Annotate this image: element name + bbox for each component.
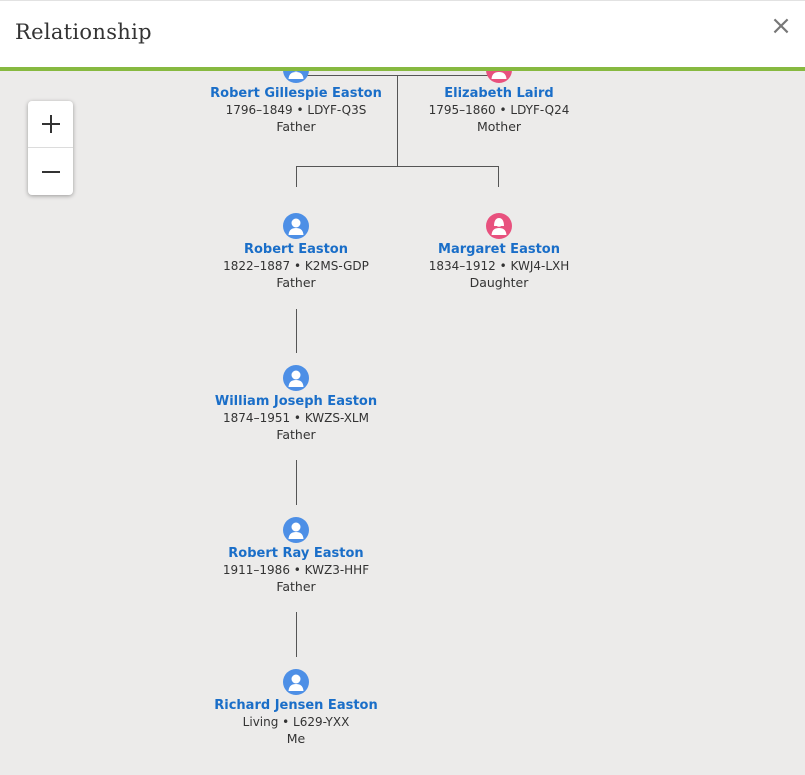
male-avatar-icon bbox=[283, 70, 309, 83]
close-button[interactable]: × bbox=[770, 11, 792, 41]
person-lifespan-id: 1874–1951 • KWZS-XLM bbox=[223, 411, 369, 425]
zoom-in-button[interactable] bbox=[28, 101, 73, 148]
person-relationship: Father bbox=[276, 427, 316, 442]
male-avatar-icon bbox=[283, 213, 309, 239]
zoom-control bbox=[28, 101, 73, 195]
close-icon: × bbox=[770, 11, 792, 41]
dialog-header: Relationship × bbox=[0, 0, 805, 71]
couple-connector bbox=[297, 75, 499, 76]
person-card: Margaret Easton 1834–1912 • KWJ4-LXH Dau… bbox=[389, 213, 609, 291]
generation-connector bbox=[296, 460, 297, 505]
zoom-out-button[interactable] bbox=[28, 148, 73, 195]
dialog-title: Relationship bbox=[15, 20, 152, 44]
person-relationship: Me bbox=[286, 731, 306, 746]
person-relationship: Daughter bbox=[469, 275, 529, 290]
sibling-right-drop bbox=[498, 166, 499, 187]
person-lifespan-id: 1911–1986 • KWZ3-HHF bbox=[222, 563, 370, 577]
generation-connector bbox=[296, 309, 297, 353]
female-avatar-icon bbox=[486, 213, 512, 239]
person-name-link[interactable]: Richard Jensen Easton bbox=[214, 698, 378, 713]
person-relationship: Father bbox=[276, 119, 316, 134]
parents-drop-line bbox=[397, 75, 398, 167]
male-avatar-icon bbox=[283, 669, 309, 695]
female-avatar-icon bbox=[486, 70, 512, 83]
person-lifespan-id: Living • L629-YXX bbox=[242, 715, 350, 729]
person-card: Robert Easton 1822–1887 • K2MS-GDP Fathe… bbox=[186, 213, 406, 291]
person-name-link[interactable]: Elizabeth Laird bbox=[444, 86, 554, 101]
person-card: Robert Ray Easton 1911–1986 • KWZ3-HHF F… bbox=[186, 517, 406, 595]
person-relationship: Father bbox=[276, 275, 316, 290]
person-lifespan-id: 1796–1849 • LDYF-Q3S bbox=[225, 103, 367, 117]
male-avatar-icon bbox=[283, 365, 309, 391]
person-name-link[interactable]: Robert Gillespie Easton bbox=[210, 86, 382, 101]
person-lifespan-id: 1834–1912 • KWJ4-LXH bbox=[428, 259, 570, 273]
relationship-chart[interactable]: Robert Gillespie Easton 1796–1849 • LDYF… bbox=[0, 70, 805, 775]
siblings-bracket bbox=[296, 166, 499, 167]
person-card: Elizabeth Laird 1795–1860 • LDYF-Q24 Mot… bbox=[389, 70, 609, 135]
person-name-link[interactable]: Robert Easton bbox=[243, 242, 348, 257]
person-relationship: Father bbox=[276, 579, 316, 594]
male-avatar-icon bbox=[283, 517, 309, 543]
person-lifespan-id: 1822–1887 • K2MS-GDP bbox=[223, 259, 369, 273]
person-name-link[interactable]: Margaret Easton bbox=[438, 242, 560, 257]
person-name-link[interactable]: William Joseph Easton bbox=[214, 394, 378, 409]
person-card: William Joseph Easton 1874–1951 • KWZS-X… bbox=[186, 365, 406, 443]
person-card: Robert Gillespie Easton 1796–1849 • LDYF… bbox=[186, 70, 406, 135]
person-relationship: Mother bbox=[476, 119, 522, 134]
person-card: Richard Jensen Easton Living • L629-YXX … bbox=[186, 669, 406, 747]
minus-icon bbox=[41, 170, 60, 173]
plus-icon bbox=[41, 115, 60, 133]
generation-connector bbox=[296, 612, 297, 657]
sibling-left-drop bbox=[296, 166, 297, 187]
person-name-link[interactable]: Robert Ray Easton bbox=[228, 546, 364, 561]
person-lifespan-id: 1795–1860 • LDYF-Q24 bbox=[428, 103, 570, 117]
